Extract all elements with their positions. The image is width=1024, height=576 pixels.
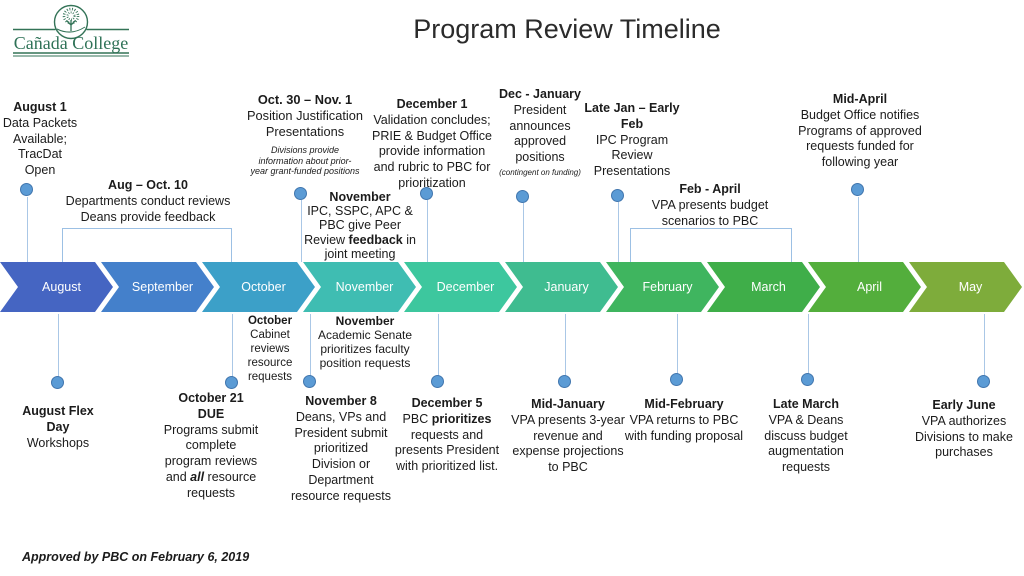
callout-note: (contingent on funding) [499, 167, 581, 177]
callout-heading: Mid-January [531, 397, 605, 411]
span-bracket-aug-oct [62, 228, 232, 262]
timeline-month-may: May [909, 262, 1022, 312]
callout-early-june: Early June VPA authorizes Divisions to m… [902, 398, 1024, 461]
callout-october-21-due: October 21 DUE Programs submit complete … [150, 391, 272, 502]
callout-feb-april: Feb - April VPA presents budget scenario… [644, 182, 776, 229]
connector-line [808, 314, 809, 374]
callout-heading: Early June [932, 398, 996, 412]
callout-aug-oct-10: Aug – Oct. 10 Departments conduct review… [50, 178, 246, 225]
callout-november-8: November 8 Deans, VPs and President subm… [285, 394, 397, 505]
timeline-month-march: March [707, 262, 820, 312]
approval-note: Approved by PBC on February 6, 2019 [22, 550, 250, 564]
callout-heading: Late March [773, 397, 839, 411]
callout-heading: October [247, 315, 293, 327]
timeline-dot [431, 375, 444, 388]
connector-line [565, 314, 566, 376]
callout-heading: November [329, 190, 391, 204]
connector-line [523, 203, 524, 262]
callout-heading: August 1 [13, 100, 67, 114]
timeline-dot [670, 373, 683, 386]
callout-dec-january: Dec - January President announces approv… [497, 87, 583, 177]
connector-line [27, 197, 28, 262]
callout-late-jan-early-feb: Late Jan – Early Feb IPC Program Review … [584, 101, 680, 179]
timeline-dot [851, 183, 864, 196]
callout-august-flex-day: August Flex Day Workshops [8, 404, 108, 451]
callout-heading: Dec - January [499, 87, 581, 101]
callout-heading: Late Jan – Early [584, 101, 680, 115]
callout-october-cabinet: October Cabinet reviews resource request… [242, 314, 298, 384]
callout-heading: Aug – Oct. 10 [108, 178, 188, 192]
callout-oct30-nov1: Oct. 30 – Nov. 1 Position Justification … [243, 92, 367, 177]
callout-august-1: August 1 Data Packets Available; TracDat… [0, 100, 80, 179]
connector-line [438, 314, 439, 376]
callout-heading: November [335, 314, 395, 328]
timeline-dot [225, 376, 238, 389]
callout-heading: Oct. 30 – Nov. 1 [257, 92, 353, 107]
timeline-month-august: August [0, 262, 113, 312]
callout-november-senate: November Academic Senate prioritizes fac… [314, 314, 416, 370]
callout-mid-january: Mid-January VPA presents 3-year revenue … [501, 397, 635, 476]
connector-line [301, 200, 302, 262]
connector-line [677, 314, 678, 374]
college-name: Cañada College [14, 33, 128, 53]
connector-line [858, 197, 859, 262]
callout-mid-april: Mid-April Budget Office notifies Program… [794, 92, 926, 171]
connector-line [232, 314, 233, 377]
timeline-dot [420, 187, 433, 200]
timeline-dot [801, 373, 814, 386]
callout-note: Divisions provide information about prio… [250, 145, 360, 177]
callout-heading: December 1 [396, 97, 468, 111]
timeline-month-october: October [202, 262, 315, 312]
callout-heading: Mid-February [644, 397, 724, 411]
canada-college-logo: Cañada College [10, 3, 132, 59]
timeline-dot [558, 375, 571, 388]
callout-heading: November 8 [305, 394, 377, 408]
callout-december-5: December 5 PBC prioritizes requests and … [380, 396, 514, 475]
callout-heading: Mid-April [832, 92, 888, 106]
timeline-arrow-row: August September October November Decemb… [0, 262, 1024, 312]
timeline-dot [977, 375, 990, 388]
callout-late-march: Late March VPA & Deans discuss budget au… [746, 397, 866, 476]
callout-heading: August Flex [22, 404, 94, 418]
connector-line [984, 314, 985, 376]
college-tree-icon: Cañada College [13, 4, 129, 57]
connector-line [310, 314, 311, 376]
timeline-month-november: November [303, 262, 416, 312]
connector-line [58, 314, 59, 377]
timeline-dot [303, 375, 316, 388]
callout-mid-february: Mid-February VPA returns to PBC with fun… [612, 397, 756, 444]
callout-december-1: December 1 Validation concludes; PRIE & … [372, 97, 492, 190]
timeline-month-january: January [505, 262, 618, 312]
callout-november-joint-meeting: November IPC, SSPC, APC & PBC give Peer … [301, 190, 419, 261]
timeline-month-february: February [606, 262, 719, 312]
timeline-dot [20, 183, 33, 196]
timeline-month-september: September [101, 262, 214, 312]
callout-heading: December 5 [411, 396, 483, 410]
timeline-month-april: April [808, 262, 921, 312]
span-bracket-feb-april [630, 228, 792, 262]
connector-line [427, 200, 428, 262]
timeline-dot [51, 376, 64, 389]
callout-heading: Feb - April [679, 182, 741, 196]
timeline-dot [611, 189, 624, 202]
timeline-dot [294, 187, 307, 200]
timeline-month-december: December [404, 262, 517, 312]
connector-line [618, 202, 619, 262]
callout-heading: October 21 [178, 391, 244, 405]
timeline-dot [516, 190, 529, 203]
slide-title: Program Review Timeline [413, 14, 721, 44]
